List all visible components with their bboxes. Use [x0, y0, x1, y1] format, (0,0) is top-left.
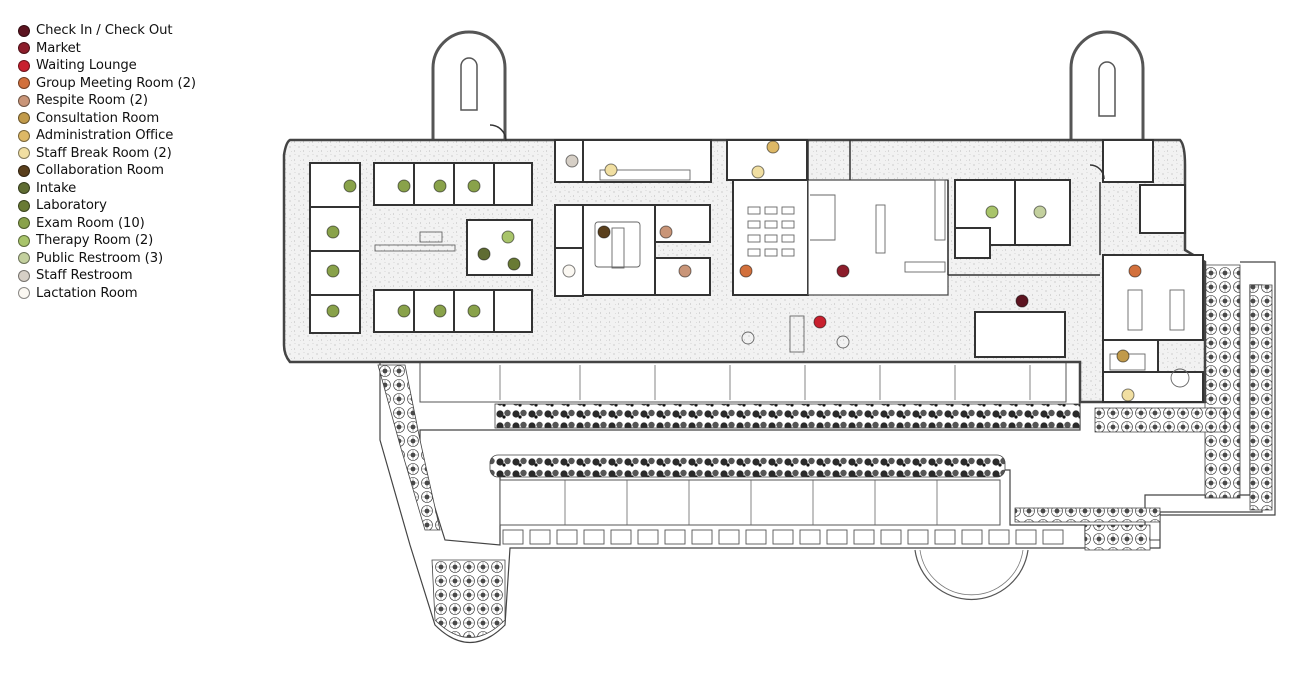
- legend-label: Waiting Lounge: [36, 58, 137, 74]
- legend-label: Respite Room (2): [36, 93, 148, 109]
- marker-administration-office: [766, 140, 780, 154]
- legend-label: Exam Room (10): [36, 215, 145, 231]
- marker-intake: [477, 247, 491, 261]
- legend-item: Therapy Room (2): [18, 232, 196, 250]
- marker-consultation-room: [1116, 349, 1130, 363]
- legend-swatch-icon: [18, 252, 30, 265]
- legend-swatch-icon: [18, 112, 30, 125]
- legend-swatch-icon: [18, 59, 30, 72]
- marker-exam-room: [326, 264, 340, 278]
- marker-therapy-room: [501, 230, 515, 244]
- marker-exam-room: [433, 304, 447, 318]
- marker-exam-room: [326, 304, 340, 318]
- legend-swatch-icon: [18, 164, 30, 177]
- marker-group-meeting-room: [739, 264, 753, 278]
- partitions: [489, 124, 1105, 276]
- furniture: [374, 169, 1190, 388]
- room-markers: [326, 140, 1142, 402]
- legend-item: Lactation Room: [18, 285, 196, 303]
- legend-label: Consultation Room: [36, 110, 160, 126]
- legend-label: Therapy Room (2): [36, 233, 154, 249]
- legend-swatch-icon: [18, 287, 30, 300]
- legend-label: Intake: [36, 180, 77, 196]
- marker-exam-room: [467, 179, 481, 193]
- marker-market: [836, 264, 850, 278]
- legend-swatch-icon: [18, 129, 30, 142]
- marker-exam-room: [397, 179, 411, 193]
- marker-group-meeting-room: [1128, 264, 1142, 278]
- marker-collaboration-room: [597, 225, 611, 239]
- legend-item: Intake: [18, 180, 196, 198]
- legend-item: Check In / Check Out: [18, 22, 196, 40]
- marker-check-in-check-out: [1015, 294, 1029, 308]
- legend-item: Public Restroom (3): [18, 250, 196, 268]
- legend-item: Market: [18, 40, 196, 58]
- legend-swatch-icon: [18, 77, 30, 90]
- marker-laboratory: [507, 257, 521, 271]
- legend-label: Laboratory: [36, 198, 107, 214]
- legend-label: Collaboration Room: [36, 163, 164, 179]
- legend-item: Exam Room (10): [18, 215, 196, 233]
- marker-staff-break-room: [604, 163, 618, 177]
- legend-label: Staff Restroom: [36, 268, 133, 284]
- marker-exam-room: [343, 179, 357, 193]
- legend-swatch-icon: [18, 234, 30, 247]
- legend-label: Lactation Room: [36, 285, 138, 301]
- legend-item: Waiting Lounge: [18, 57, 196, 75]
- legend-swatch-icon: [18, 269, 30, 282]
- legend-label: Market: [36, 40, 81, 56]
- marker-staff-break-room: [751, 165, 765, 179]
- marker-respite-room: [678, 264, 692, 278]
- marker-public-restroom: [1033, 205, 1047, 219]
- legend-label: Group Meeting Room (2): [36, 75, 196, 91]
- legend-label: Public Restroom (3): [36, 250, 164, 266]
- marker-staff-break-room: [1121, 388, 1135, 402]
- entry-arch-left: [431, 30, 507, 140]
- legend-item: Respite Room (2): [18, 92, 196, 110]
- marker-exam-room: [433, 179, 447, 193]
- planting-beds: [377, 264, 1273, 638]
- legend-item: Group Meeting Room (2): [18, 75, 196, 93]
- legend-swatch-icon: [18, 147, 30, 160]
- legend-item: Administration Office: [18, 127, 196, 145]
- entry-arch-right: [1069, 30, 1145, 140]
- marker-therapy-room: [985, 205, 999, 219]
- marker-staff-restroom: [565, 154, 579, 168]
- legend-label: Administration Office: [36, 128, 174, 144]
- marker-exam-room: [467, 304, 481, 318]
- legend-swatch-icon: [18, 42, 30, 55]
- legend-swatch-icon: [18, 199, 30, 212]
- legend-item: Laboratory: [18, 197, 196, 215]
- legend-label: Staff Break Room (2): [36, 145, 172, 161]
- marker-lactation-room: [562, 264, 576, 278]
- legend-item: Collaboration Room: [18, 162, 196, 180]
- market-area: [807, 179, 949, 296]
- marker-waiting-lounge: [813, 315, 827, 329]
- legend-label: Check In / Check Out: [36, 23, 173, 39]
- marker-respite-room: [659, 225, 673, 239]
- marker-exam-room: [397, 304, 411, 318]
- garden-walkway: [379, 261, 1276, 644]
- legend-item: Staff Restroom: [18, 267, 196, 285]
- marker-exam-room: [326, 225, 340, 239]
- legend-swatch-icon: [18, 94, 30, 107]
- legend-swatch-icon: [18, 182, 30, 195]
- legend-swatch-icon: [18, 24, 30, 37]
- legend-item: Consultation Room: [18, 110, 196, 128]
- legend-item: Staff Break Room (2): [18, 145, 196, 163]
- legend-swatch-icon: [18, 217, 30, 230]
